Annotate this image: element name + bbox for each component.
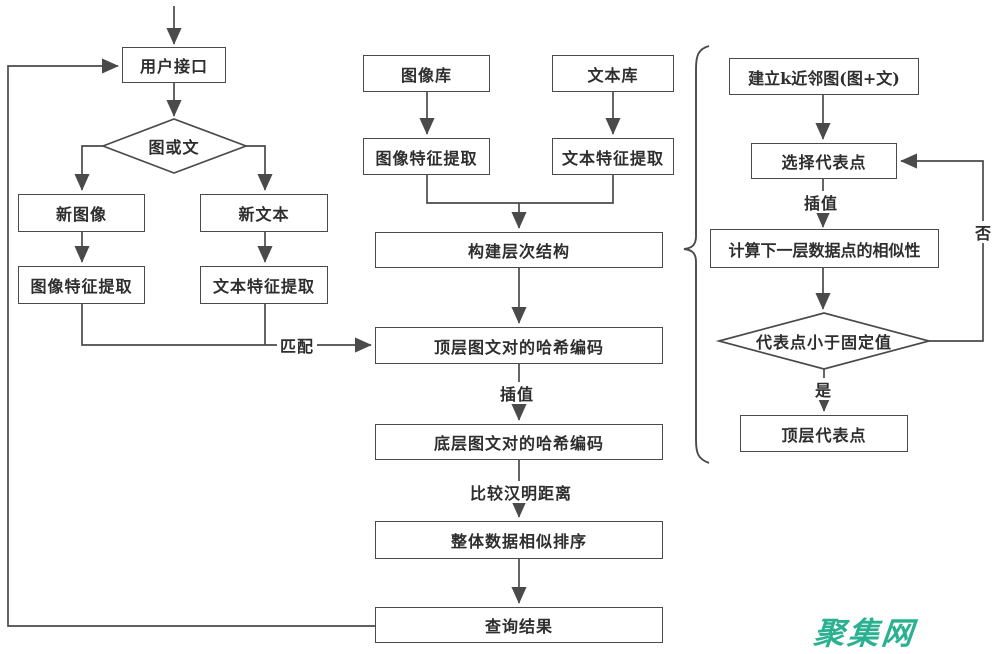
edge-label-match: 匹配	[277, 334, 318, 356]
node-image-library: 图像库	[363, 55, 490, 92]
decision-type-label: 图或文	[148, 138, 200, 157]
node-query-result: 查询结果	[375, 607, 663, 643]
node-text-library: 文本库	[552, 55, 674, 92]
edge-decision-newtext	[246, 145, 273, 191]
decision-threshold-shape	[715, 312, 933, 370]
watermark-logo: 聚集网	[811, 616, 918, 652]
edge-label-no: 否	[972, 221, 996, 243]
edge-feedback	[7, 58, 375, 627]
edge-decision2-no	[900, 153, 984, 342]
decision-threshold-label: 代表点小于固定值	[755, 333, 892, 352]
edge-decision-newimage	[74, 145, 103, 191]
curly-brace	[683, 45, 710, 464]
node-top-rep: 顶层代表点	[740, 415, 908, 452]
node-new-text: 新文本	[200, 194, 328, 232]
node-select-rep: 选择代表点	[751, 143, 897, 179]
node-bottom-hash: 底层图文对的哈希编码	[375, 424, 663, 460]
node-similarity-sort: 整体数据相似排序	[375, 521, 663, 559]
node-image-feature-left: 图像特征提取	[18, 266, 145, 304]
node-user-interface: 用户接口	[122, 47, 226, 83]
node-build-hierarchy: 构建层次结构	[375, 232, 663, 268]
node-build-knn: 建立k近邻图(图+文)	[729, 58, 919, 95]
edge-label-interp-mid: 插值	[497, 382, 538, 404]
node-text-feature-mid: 文本特征提取	[552, 138, 674, 175]
edge-label-interp-right: 插值	[801, 191, 842, 213]
node-top-hash: 顶层图文对的哈希编码	[375, 327, 663, 364]
edge-label-hamming: 比较汉明距离	[467, 481, 576, 503]
edge-midfeature-merge	[426, 175, 614, 204]
node-compute-next-sim: 计算下一层数据点的相似性	[710, 229, 939, 268]
node-new-image: 新图像	[18, 194, 145, 232]
edge-match	[81, 304, 372, 353]
edge-label-yes: 是	[812, 378, 836, 400]
decision-type-shape	[100, 118, 249, 174]
node-image-feature-mid: 图像特征提取	[363, 138, 490, 175]
node-text-feature-left: 文本特征提取	[200, 266, 328, 304]
